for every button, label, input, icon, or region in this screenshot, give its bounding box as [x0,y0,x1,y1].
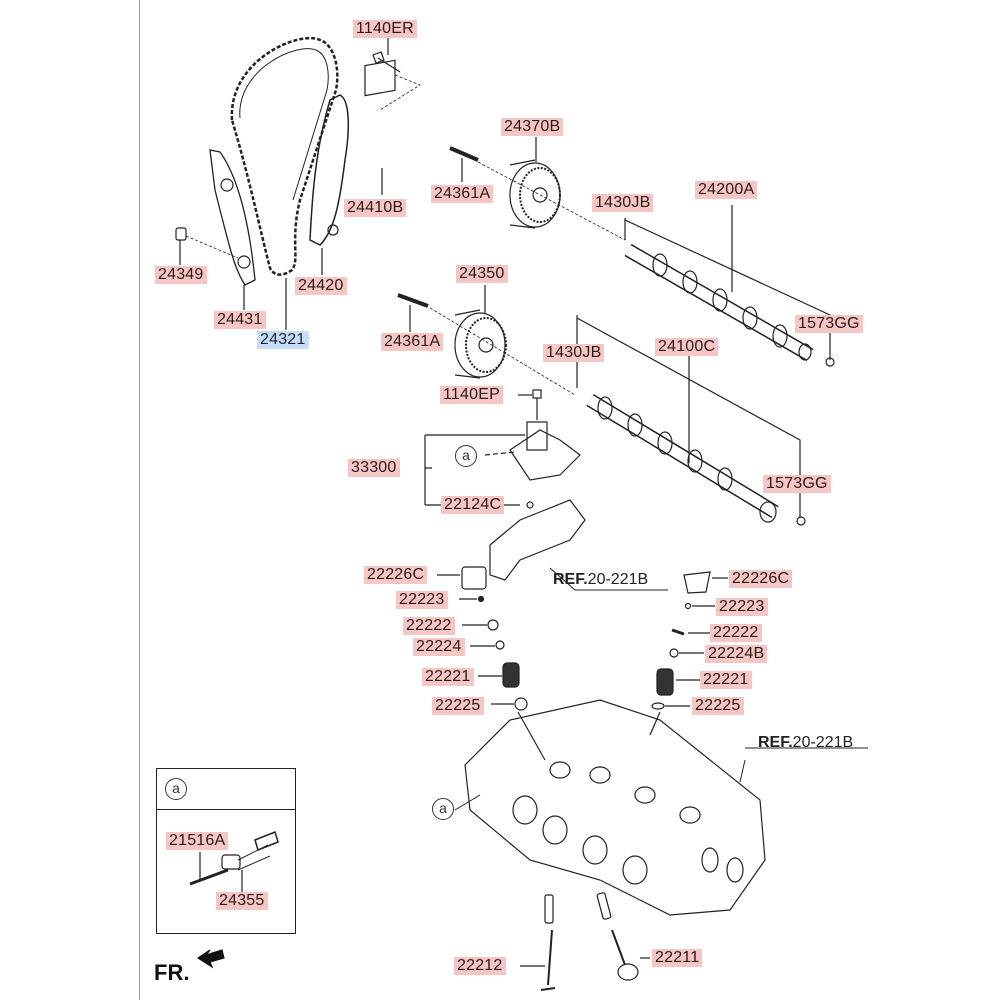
intake-camshaft-drawing [586,394,779,523]
part-label-22224[interactable]: 22224 [413,638,465,656]
ref-number: 20-221B [587,571,649,588]
reference-note-cam-bracket: REF.20-221B [553,571,648,589]
part-label-24370B[interactable]: 24370B [501,118,564,136]
part-label-24410B[interactable]: 24410B [344,199,407,217]
part-label-1573GG-lower[interactable]: 1573GG [763,475,831,493]
part-label-24361A-upper[interactable]: 24361A [431,185,494,203]
detail-inset-header: a [157,769,295,810]
part-label-24350[interactable]: 24350 [456,265,508,283]
part-label-24431[interactable]: 24431 [214,311,266,329]
inset-ocv-drawing [221,830,279,893]
reference-note-cylinder-head: REF.20-221B [758,734,853,752]
part-label-1140ER[interactable]: 1140ER [353,20,417,38]
front-direction-label: FR. [154,960,190,985]
part-label-24349[interactable]: 24349 [155,266,207,284]
part-label-21516A[interactable]: 21516A [166,832,229,850]
part-label-1430JB-upper[interactable]: 1430JB [592,194,654,212]
callout-marker-a-head: a [432,798,454,820]
cam-bracket-drawing [489,499,586,581]
part-label-22124C[interactable]: 22124C [441,496,505,514]
ref-prefix: REF. [758,734,793,751]
part-label-1573GG-upper[interactable]: 1573GG [795,315,863,333]
part-label-33300[interactable]: 33300 [348,459,400,477]
part-label-22223-right[interactable]: 22223 [716,598,768,616]
chain-guide-drawing [209,149,256,286]
detail-inset-marker: a [165,778,187,800]
part-label-22226C-left[interactable]: 22226C [364,566,428,584]
exhaust-cam-sprocket-drawing [509,159,561,229]
timing-chain-drawing [230,36,339,276]
front-arrow-icon [196,949,225,969]
tensioner-arm-drawing [309,94,350,246]
detail-inset-a: a [156,768,296,934]
inset-bolt-drawing [189,852,229,886]
part-label-24420[interactable]: 24420 [295,277,347,295]
part-label-22225-left[interactable]: 22225 [432,697,484,715]
ref-prefix: REF. [553,571,588,588]
part-label-24200A[interactable]: 24200A [695,181,758,199]
part-label-22222-right[interactable]: 22222 [710,624,762,642]
part-label-22211[interactable]: 22211 [652,949,703,967]
part-label-22221-left[interactable]: 22221 [422,668,474,686]
part-label-22212[interactable]: 22212 [454,957,506,975]
part-label-22226C-right[interactable]: 22226C [729,570,793,588]
oil-control-valve-drawing [509,389,581,481]
part-label-1430JB-lower[interactable]: 1430JB [543,344,605,362]
page-divider-line [139,0,140,1000]
part-label-22225-right[interactable]: 22225 [692,697,744,715]
part-label-22221-right[interactable]: 22221 [700,671,752,689]
part-label-22224B[interactable]: 22224B [705,645,768,663]
part-label-24321-selected[interactable]: 24321 [257,331,309,349]
part-label-1140EP[interactable]: 1140EP [440,386,503,404]
callout-marker-a-valve: a [455,445,477,467]
part-label-24355[interactable]: 24355 [216,892,268,910]
cylinder-head-drawing [464,699,766,916]
intake-cam-sprocket-drawing [454,309,507,379]
part-label-24100C[interactable]: 24100C [655,338,719,356]
part-label-22223-left[interactable]: 22223 [396,591,448,609]
part-label-24361A-lower[interactable]: 24361A [381,333,444,351]
ref-number: 20-221B [792,734,854,751]
exhaust-camshaft-drawing [624,243,814,362]
part-label-22222-left[interactable]: 22222 [403,617,455,635]
